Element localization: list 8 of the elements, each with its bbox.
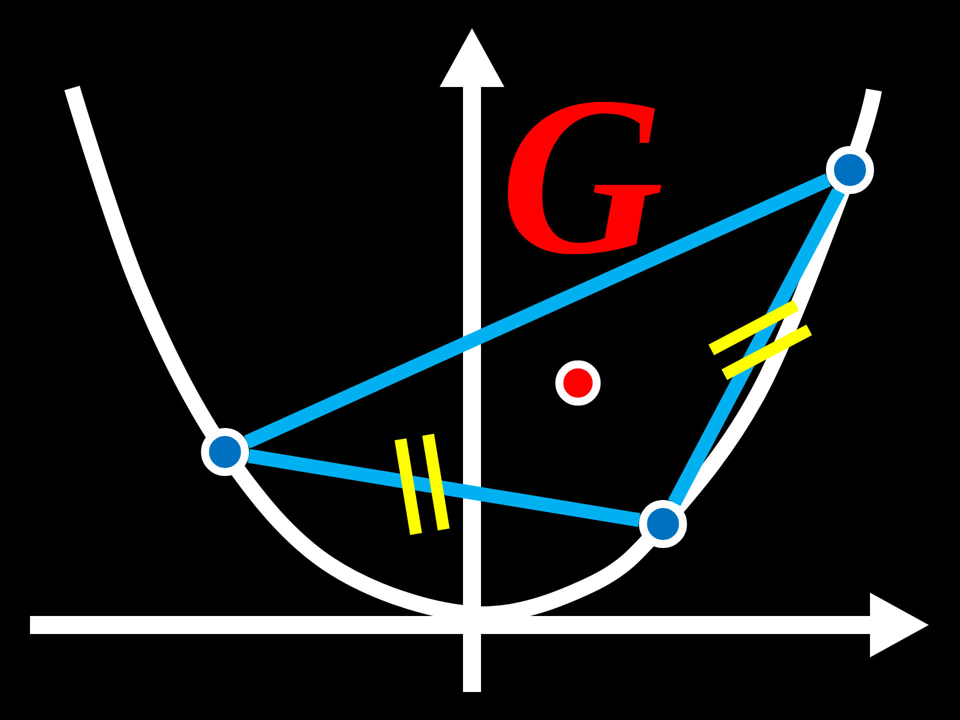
vertex-dot bbox=[639, 500, 687, 548]
triangle-side bbox=[244, 173, 831, 448]
centroid-dot bbox=[555, 360, 601, 406]
vertex-dot bbox=[201, 428, 249, 476]
triangle-side bbox=[248, 448, 640, 527]
centroid-label: G bbox=[508, 102, 662, 254]
vertex-dot bbox=[826, 146, 874, 194]
triangle-side bbox=[668, 188, 845, 506]
